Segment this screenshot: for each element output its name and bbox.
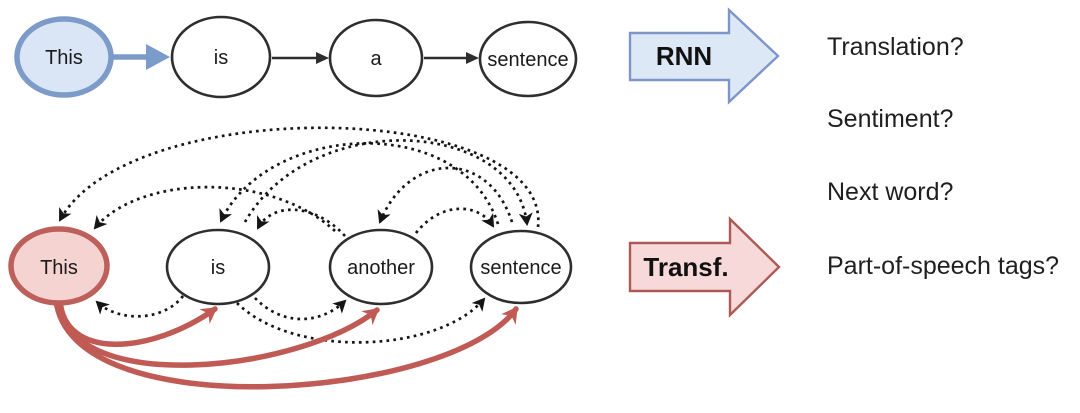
- attention-arcs-bottom: [95, 295, 486, 344]
- transformer-attention-diagram: This is another sentence Transf.: [8, 126, 781, 390]
- attention-arc-sentence-another: [377, 166, 514, 224]
- rnn-node-a-label: a: [370, 48, 382, 70]
- transformer-block-arrow-label: Transf.: [643, 252, 728, 282]
- transformer-block-arrow: [628, 216, 781, 318]
- transformer-node-is-label: is: [211, 257, 225, 279]
- rnn-node-this-label: This: [45, 47, 83, 69]
- rnn-node-is-label: is: [214, 47, 228, 69]
- attention-arc-another-is: [256, 208, 346, 237]
- rnn-node-this: [14, 16, 114, 98]
- task-label-sentiment: Sentiment?: [827, 105, 954, 133]
- rnn-node-is: [170, 15, 272, 99]
- rnn-node-sentence-label: sentence: [487, 49, 568, 71]
- attention-arc-another-this: [93, 185, 336, 232]
- task-label-translation: Translation?: [827, 33, 964, 61]
- attention-arc-is-this: [95, 295, 185, 318]
- transformer-node-sentence: [469, 229, 573, 305]
- rnn-arrow-this-is-head: [146, 44, 170, 70]
- attention-arc-another-sentence: [414, 207, 495, 234]
- red-arc-this-sentence: [53, 297, 519, 390]
- transformer-node-this: [8, 226, 110, 306]
- attention-arc-is-another: [254, 297, 347, 321]
- transformer-node-sentence-label: sentence: [480, 257, 561, 279]
- transformer-node-this-label: This: [40, 257, 78, 279]
- rnn-node-a: [328, 18, 424, 98]
- transformer-node-another-label: another: [347, 257, 415, 279]
- task-label-next-word: Next word?: [827, 178, 954, 206]
- transformer-node-is: [165, 228, 271, 306]
- attention-arcs-top: [58, 126, 540, 237]
- red-attention-arcs: [53, 297, 519, 390]
- rnn-sequence-diagram: This is a sentence RNN: [14, 7, 780, 105]
- task-label-pos-tags: Part-of-speech tags?: [827, 252, 1060, 280]
- rnn-block-arrow-label: RNN: [656, 41, 712, 71]
- rnn-block-arrow: [628, 7, 780, 105]
- red-arc-this-is: [57, 297, 218, 347]
- attention-arc-sentence-is: [219, 142, 500, 225]
- rnn-node-sentence: [478, 20, 578, 98]
- transformer-node-another: [328, 228, 434, 306]
